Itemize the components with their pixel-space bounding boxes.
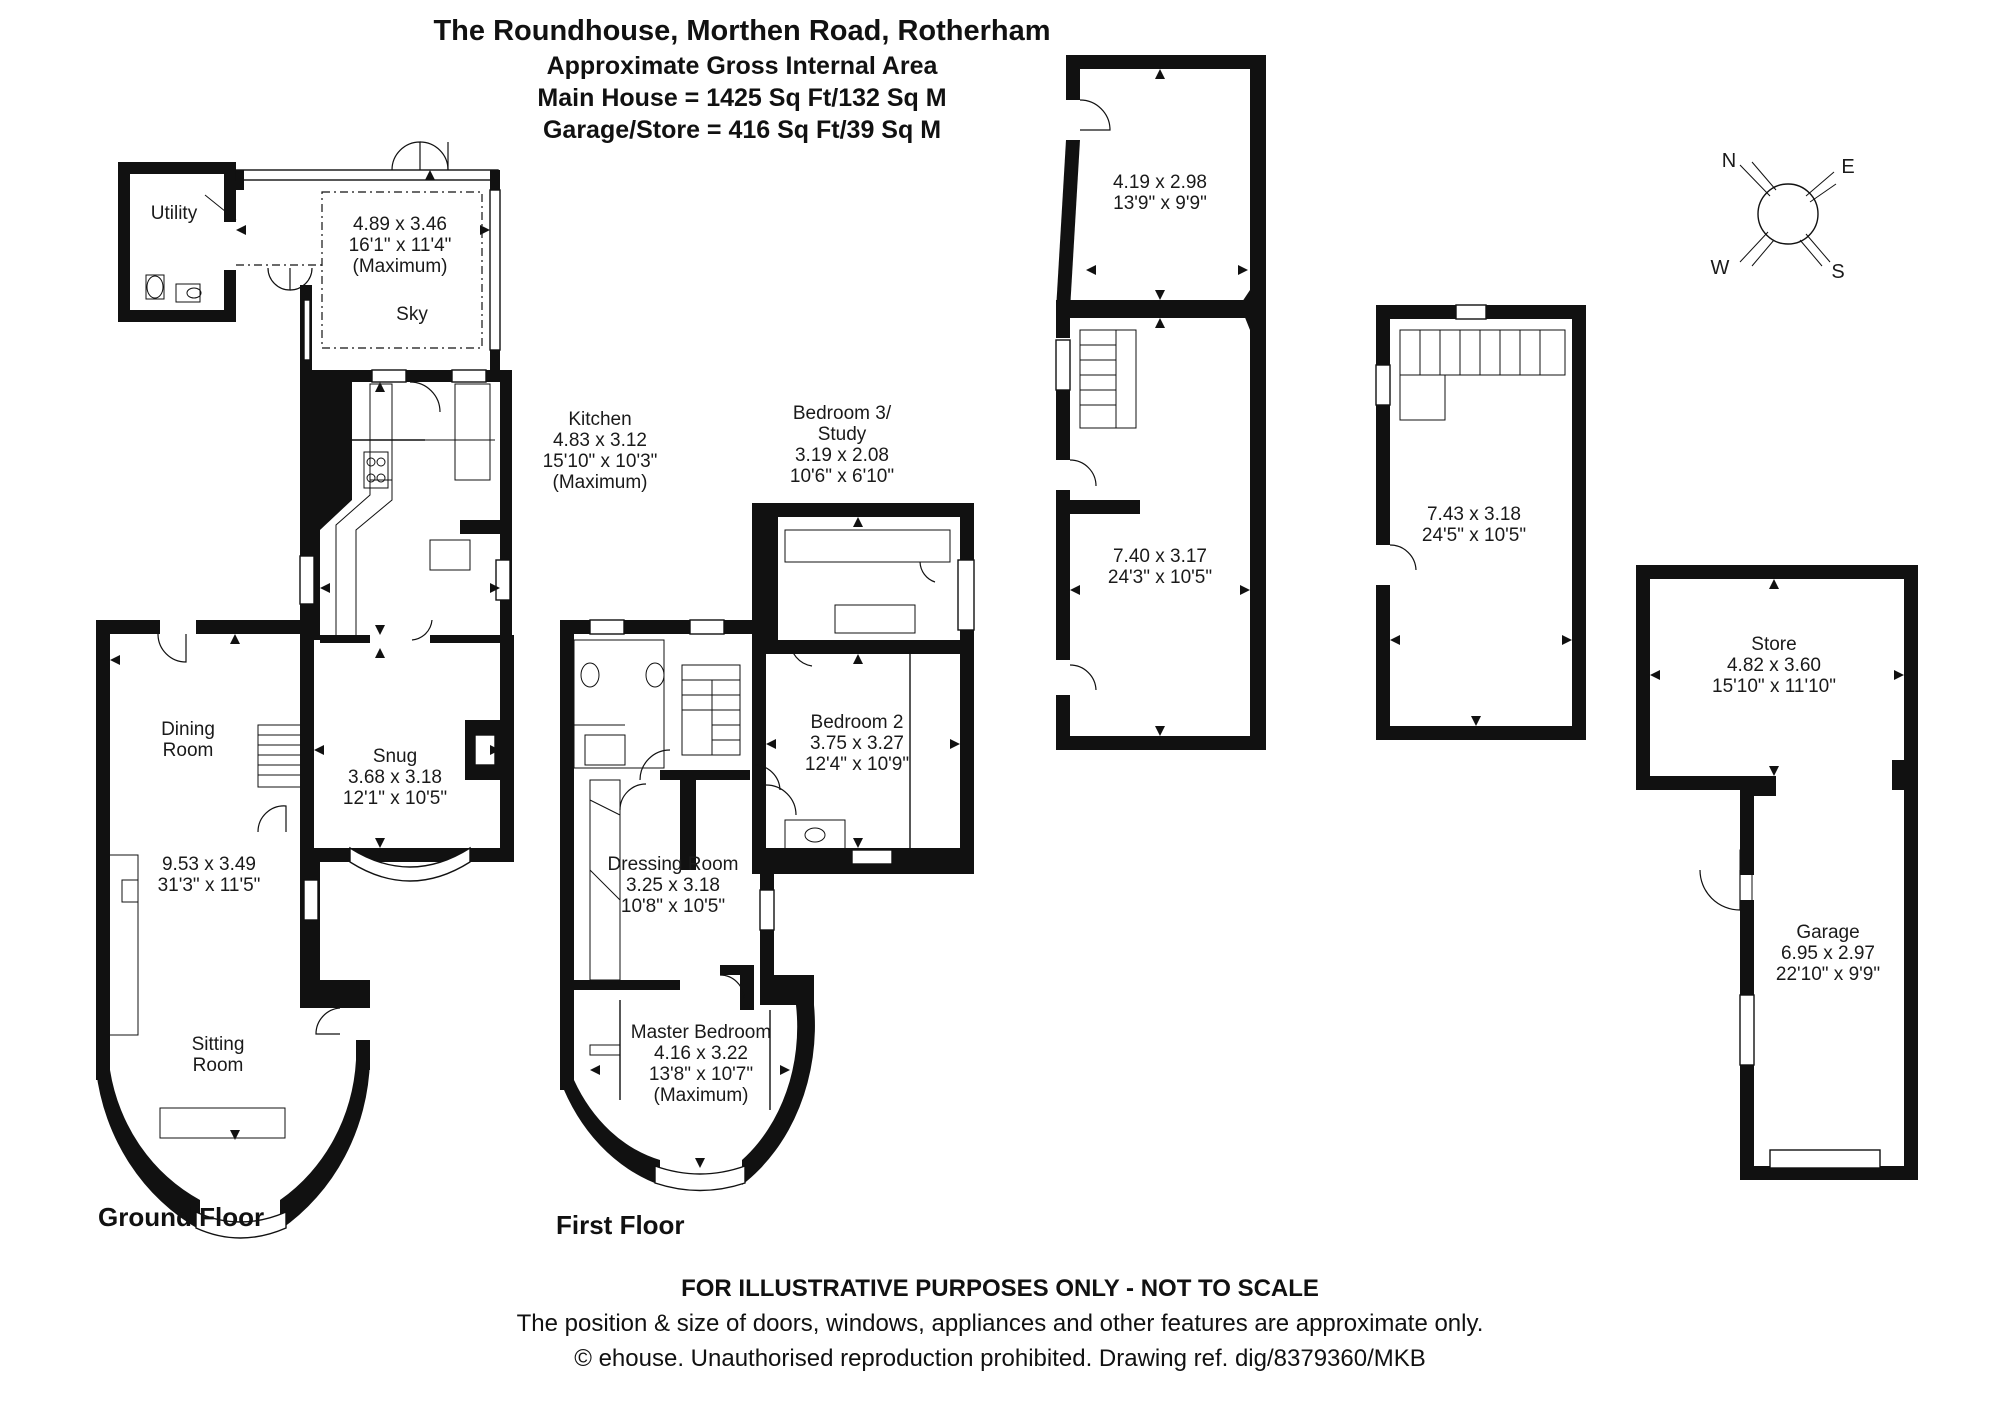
outA-dims-imperial: 13'9" x 9'9" <box>1113 193 1207 214</box>
outA-dims-metric: 4.19 x 2.98 <box>1113 172 1207 193</box>
garage-dims-metric: 6.95 x 2.97 <box>1781 943 1875 964</box>
living-dims-metric: 9.53 x 3.49 <box>162 854 256 875</box>
compass-north: N <box>1722 150 1736 172</box>
garage-store-area: Garage/Store = 416 Sq Ft/39 Sq M <box>543 116 941 144</box>
compass-east: E <box>1841 156 1854 178</box>
dining-label: Dining <box>161 719 215 740</box>
snug-label: Snug <box>373 746 417 767</box>
stairs-outbuilding-two <box>1399 329 1566 421</box>
compass-icon <box>1739 161 1837 267</box>
bedroom2-dims-imperial: 12'4" x 10'9" <box>805 754 909 775</box>
outB-dims-metric: 7.40 x 3.17 <box>1113 546 1207 567</box>
outC-dims-metric: 7.43 x 3.18 <box>1427 504 1521 525</box>
bedroom3-dims-imperial: 10'6" x 6'10" <box>790 466 894 487</box>
master-dims-imperial: 13'8" x 10'7" <box>649 1064 753 1085</box>
sitting-label-2: Room <box>193 1055 244 1076</box>
ground-floor-title: Ground Floor <box>98 1202 264 1232</box>
disclaimer-text: The position & size of doors, windows, a… <box>517 1310 1484 1337</box>
master-label: Master Bedroom <box>631 1022 771 1043</box>
kitchen-dims-metric: 4.83 x 3.12 <box>553 430 647 451</box>
living-dims-imperial: 31'3" x 11'5" <box>158 875 261 896</box>
dressing-label: Dressing Room <box>608 854 739 875</box>
copyright-text: © ehouse. Unauthorised reproduction proh… <box>574 1345 1426 1372</box>
sky-label: Sky <box>396 304 428 325</box>
outbuilding-two <box>1375 304 1586 740</box>
bedroom3-label-2: Study <box>818 424 867 445</box>
master-maximum: (Maximum) <box>654 1085 749 1106</box>
bedroom2-label: Bedroom 2 <box>811 712 904 733</box>
sky-maximum: (Maximum) <box>353 256 448 277</box>
dimension-ticks <box>110 69 1904 1168</box>
outB-dims-imperial: 24'3" x 10'5" <box>1108 567 1212 588</box>
stairs-first <box>681 664 741 756</box>
outbuilding-one <box>1055 55 1266 750</box>
main-house-area: Main House = 1425 Sq Ft/132 Sq M <box>537 84 946 112</box>
sitting-label: Sitting <box>192 1034 245 1055</box>
store-label: Store <box>1751 634 1796 655</box>
stairs-ground <box>257 724 303 788</box>
stairs-outbuilding-one <box>1079 329 1137 429</box>
title: The Roundhouse, Morthen Road, Rotherham <box>433 15 1050 47</box>
kitchen-label: Kitchen <box>568 409 631 430</box>
master-dims-metric: 4.16 x 3.22 <box>654 1043 748 1064</box>
first-floor-title: First Floor <box>556 1210 685 1240</box>
garage-store-plan <box>1636 565 1918 1180</box>
header: The Roundhouse, Morthen Road, Rotherham … <box>433 15 1050 144</box>
compass-west: W <box>1711 257 1730 279</box>
snug-dims-metric: 3.68 x 3.18 <box>348 767 442 788</box>
bedroom3-label: Bedroom 3/ <box>793 403 892 424</box>
garage-label: Garage <box>1796 922 1859 943</box>
snug-dims-imperial: 12'1" x 10'5" <box>343 788 447 809</box>
sky-dims-imperial: 16'1" x 11'4" <box>349 235 452 256</box>
footer: FOR ILLUSTRATIVE PURPOSES ONLY - NOT TO … <box>517 1275 1484 1372</box>
compass-south: S <box>1831 261 1844 283</box>
ground-floor-plan <box>96 141 514 1239</box>
kitchen-dims-imperial: 15'10" x 10'3" <box>543 451 658 472</box>
kitchen-maximum: (Maximum) <box>553 472 648 493</box>
dressing-dims-imperial: 10'8" x 10'5" <box>621 896 725 917</box>
store-dims-metric: 4.82 x 3.60 <box>1727 655 1821 676</box>
outC-dims-imperial: 24'5" x 10'5" <box>1422 525 1526 546</box>
dining-label-2: Room <box>163 740 214 761</box>
utility-label: Utility <box>151 203 198 224</box>
bedroom2-dims-metric: 3.75 x 3.27 <box>810 733 904 754</box>
sky-dims-metric: 4.89 x 3.46 <box>353 214 447 235</box>
dressing-dims-metric: 3.25 x 3.18 <box>626 875 720 896</box>
store-dims-imperial: 15'10" x 11'10" <box>1712 676 1836 697</box>
area-heading: Approximate Gross Internal Area <box>547 52 939 80</box>
garage-dims-imperial: 22'10" x 9'9" <box>1776 964 1880 985</box>
first-floor-plan <box>560 503 975 1192</box>
bedroom3-dims-metric: 3.19 x 2.08 <box>795 445 889 466</box>
disclaimer-heading: FOR ILLUSTRATIVE PURPOSES ONLY - NOT TO … <box>681 1275 1319 1302</box>
